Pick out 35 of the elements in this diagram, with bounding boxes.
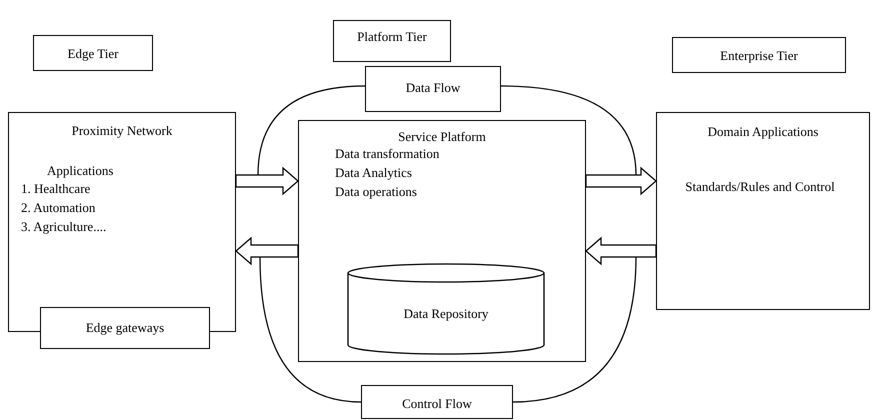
node-text: 2. Automation — [21, 200, 96, 215]
repository-cylinder — [347, 263, 545, 355]
node-text: Data transformation — [335, 146, 440, 161]
tier-label-box — [33, 35, 153, 71]
node-text: Data operations — [335, 184, 417, 199]
tier-label-box — [672, 37, 846, 73]
node-title: Enterprise Tier — [719, 48, 799, 63]
node-title: Proximity Network — [70, 123, 174, 138]
node-text: 1. Healthcare — [21, 181, 90, 196]
node-title: Service Platform — [397, 129, 487, 144]
node-title: Edge gateways — [84, 320, 166, 335]
node-text: Data Analytics — [335, 165, 412, 180]
flow-curve — [257, 85, 366, 176]
gateway-box — [40, 307, 210, 349]
node-text: Applications — [47, 163, 114, 178]
platform-box — [298, 120, 586, 362]
node-title: Control Flow — [401, 396, 473, 411]
application-box — [656, 112, 870, 310]
flow-label-box — [361, 385, 513, 419]
block-arrow — [235, 166, 299, 196]
node-title: Data Repository — [402, 306, 490, 321]
node-title: Platform Tier — [356, 29, 428, 44]
block-arrow — [585, 236, 657, 266]
node-title: Data Flow — [404, 80, 462, 95]
node-text: 3. Agriculture.... — [21, 219, 106, 234]
flow-curve — [512, 256, 637, 403]
tier-label-box — [333, 20, 451, 62]
flow-curve — [500, 85, 637, 176]
block-arrow — [235, 236, 299, 266]
flow-label-box — [365, 66, 501, 112]
node-title: Domain Applications — [706, 124, 820, 139]
node-title: Edge Tier — [66, 46, 120, 61]
flow-curve — [259, 256, 362, 403]
node-text: Standards/Rules and Control — [685, 179, 835, 194]
block-arrow — [585, 166, 657, 196]
